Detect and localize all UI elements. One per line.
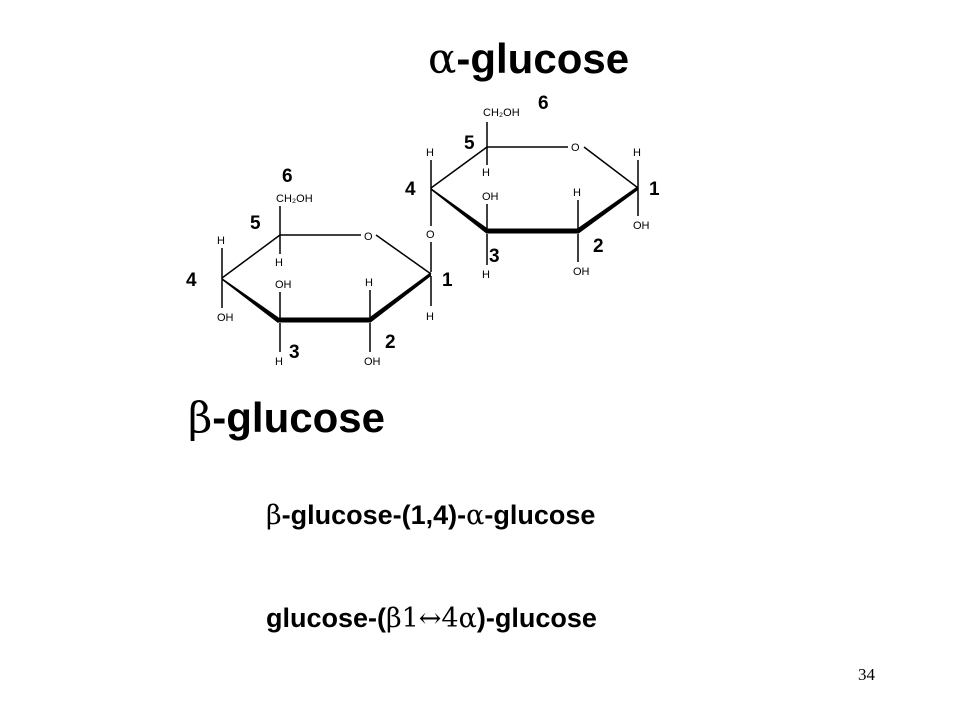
bridge-oxygen: O — [426, 229, 435, 241]
systematic-beta-symbol: β — [266, 500, 282, 531]
lower-carbon-number-1: 1 — [442, 270, 453, 291]
slide-number: 34 — [858, 665, 875, 684]
lower-wedge-c4-c3 — [222, 278, 278, 323]
upper-carbon-number-4: 4 — [405, 179, 416, 200]
lower-bond-c4-c5 — [221, 234, 281, 279]
alpha-glucose-title: α-glucose — [428, 38, 629, 80]
upper-oh-c1: OH — [633, 220, 650, 232]
upper-h-c2: H — [573, 187, 581, 199]
linkage-suffix: )-glucose — [476, 603, 597, 633]
lower-carbon-number-6: 6 — [282, 166, 293, 187]
lower-h-c5: H — [275, 257, 283, 269]
upper-carbon-number-5: 5 — [464, 133, 475, 154]
upper-oh-c2: OH — [573, 266, 590, 278]
lower-bond-o-c1 — [375, 234, 432, 275]
upper-h-c3: H — [482, 269, 490, 281]
lower-carbon-number-4: 4 — [186, 270, 197, 291]
upper-wedge-c4-c3 — [431, 188, 487, 234]
lower-carbon-number-5: 5 — [250, 213, 261, 234]
upper-bond-o-c1 — [583, 146, 639, 189]
upper-carbon-number-6: 6 — [538, 93, 549, 114]
upper-h-c5: H — [482, 167, 490, 179]
glycosidic-bridge: O — [426, 188, 435, 272]
lower-carbon-number-3: 3 — [289, 342, 300, 363]
beta-glucose-title: β-glucose — [188, 397, 385, 439]
alpha-title-text: -glucose — [456, 35, 630, 82]
lower-h-c3: H — [275, 356, 283, 368]
systematic-alpha-symbol: α — [466, 500, 485, 531]
upper-oh-c3: OH — [482, 191, 499, 203]
lower-h-c4: H — [217, 235, 225, 247]
lower-h-c1: H — [426, 311, 434, 323]
upper-glucose-ring: O CH₂OH H H OH H H OH H OH 1 — [405, 93, 660, 281]
systematic-part2: -glucose — [484, 500, 596, 530]
upper-carbon-number-3: 3 — [489, 246, 500, 267]
upper-carbon-number-2: 2 — [593, 236, 604, 257]
upper-wedge-c2-c1 — [578, 186, 638, 234]
beta-title-text: -glucose — [212, 394, 385, 441]
lower-oh-c4: OH — [217, 312, 234, 324]
linkage-notation: β1↔4α — [386, 603, 477, 634]
lower-oh-c3: OH — [275, 279, 292, 291]
upper-ring-oxygen: O — [571, 142, 580, 154]
systematic-part1: -glucose-(1,4)- — [281, 500, 467, 530]
alpha-symbol: α — [428, 34, 457, 83]
upper-carbon-number-1: 1 — [649, 179, 660, 200]
upper-h-c1: H — [633, 147, 641, 159]
linkage-prefix: glucose-( — [266, 603, 387, 633]
lower-carbon-number-2: 2 — [385, 332, 396, 353]
systematic-name: β-glucose-(1,4)-α-glucose — [266, 500, 596, 531]
lower-ring-oxygen: O — [364, 231, 373, 243]
upper-ch2oh: CH₂OH — [483, 107, 520, 119]
upper-bond-c4-c5 — [430, 146, 488, 189]
upper-h-c4: H — [426, 147, 434, 159]
beta-symbol: β — [188, 393, 213, 442]
lower-oh-c2: OH — [364, 356, 381, 368]
lower-wedge-c2-c1 — [370, 272, 431, 323]
linkage-name: glucose-(β1↔4α)-glucose — [266, 603, 597, 634]
lower-h-c2: H — [365, 277, 373, 289]
lower-ch2oh: CH₂OH — [276, 193, 313, 205]
lower-glucose-ring: O CH₂OH H H OH OH H H OH H 1 — [186, 166, 453, 368]
